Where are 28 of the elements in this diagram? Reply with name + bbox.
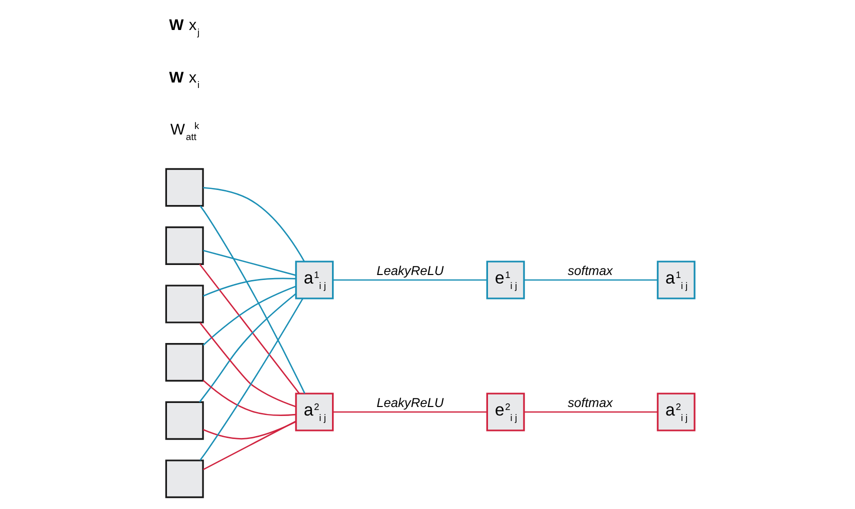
edge-label: softmax bbox=[567, 394, 612, 410]
connector bbox=[202, 250, 296, 276]
label: W x$_{i}$ bbox=[168, 69, 200, 90]
connector bbox=[332, 411, 487, 413]
edge-label: LeakyReLU bbox=[376, 262, 444, 278]
connector bbox=[524, 279, 658, 281]
node-box bbox=[164, 168, 204, 207]
connector bbox=[524, 411, 658, 413]
node-box bbox=[164, 343, 204, 382]
connector bbox=[198, 264, 300, 394]
node-box bbox=[164, 460, 204, 498]
connector bbox=[202, 421, 296, 440]
node-box bbox=[164, 284, 204, 324]
connector bbox=[202, 278, 296, 297]
connector bbox=[202, 380, 296, 416]
connector bbox=[332, 279, 487, 281]
node-box bbox=[164, 226, 204, 265]
connector bbox=[202, 420, 296, 470]
connector bbox=[199, 206, 305, 394]
connector bbox=[199, 322, 296, 408]
connector bbox=[198, 293, 296, 402]
connector bbox=[202, 286, 296, 346]
edge-label: LeakyReLU bbox=[376, 394, 444, 410]
edge-label: softmax bbox=[567, 262, 612, 278]
label: W x$_{j}$ bbox=[168, 17, 200, 38]
connector bbox=[199, 298, 303, 461]
connector bbox=[202, 187, 304, 262]
node-box bbox=[164, 401, 204, 440]
